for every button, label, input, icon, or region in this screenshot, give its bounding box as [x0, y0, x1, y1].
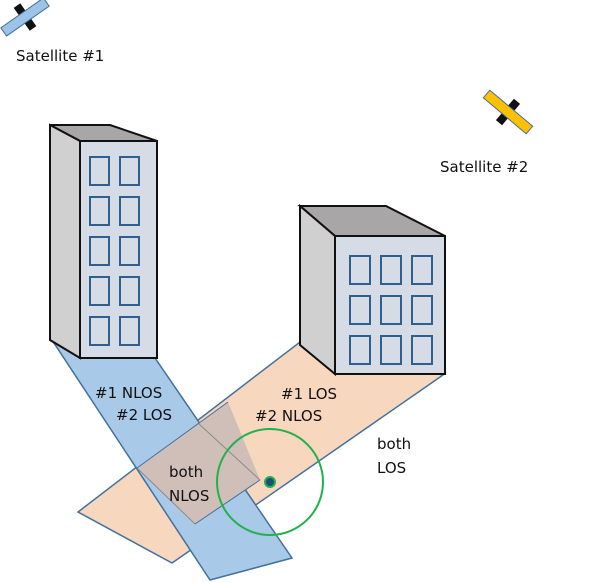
satellite-2-label: Satellite #2 — [440, 158, 528, 176]
overlap-region — [137, 402, 260, 524]
satellite-1-label: Satellite #1 — [16, 47, 104, 65]
sat2-shadow-label-line2: #2 NLOS — [255, 407, 322, 425]
window — [119, 276, 140, 306]
window — [349, 335, 371, 365]
window — [380, 255, 402, 285]
overlap-label-line2: NLOS — [169, 487, 209, 505]
window — [380, 335, 402, 365]
window — [411, 255, 433, 285]
open-area-label-line2: LOS — [377, 459, 406, 477]
sat1-shadow-label-line1: #1 NLOS — [95, 384, 162, 402]
building-1 — [49, 123, 158, 360]
window — [89, 156, 110, 186]
overlap-label-line1: both — [169, 463, 203, 481]
open-area-label-line1: both — [377, 435, 411, 453]
window — [411, 295, 433, 325]
building-2 — [297, 203, 446, 377]
window — [89, 236, 110, 266]
window — [89, 196, 110, 226]
satellite-1-icon — [0, 0, 50, 37]
window — [119, 316, 140, 346]
window — [380, 295, 402, 325]
satellite-2-icon — [482, 89, 534, 135]
window — [349, 295, 371, 325]
sat2-shadow-label-line1: #1 LOS — [281, 385, 337, 403]
window — [411, 335, 433, 365]
window — [119, 196, 140, 226]
window — [89, 276, 110, 306]
window — [119, 236, 140, 266]
receiver-uncertainty-circle — [216, 428, 324, 536]
building-2-side — [299, 203, 336, 377]
window — [89, 316, 110, 346]
building-1-front — [79, 140, 158, 359]
sat1-shadow-label-line2: #2 LOS — [116, 406, 172, 424]
receiver-dot — [264, 476, 276, 488]
window — [119, 156, 140, 186]
window — [349, 255, 371, 285]
building-1-side — [49, 123, 81, 360]
building-2-front — [334, 235, 446, 375]
